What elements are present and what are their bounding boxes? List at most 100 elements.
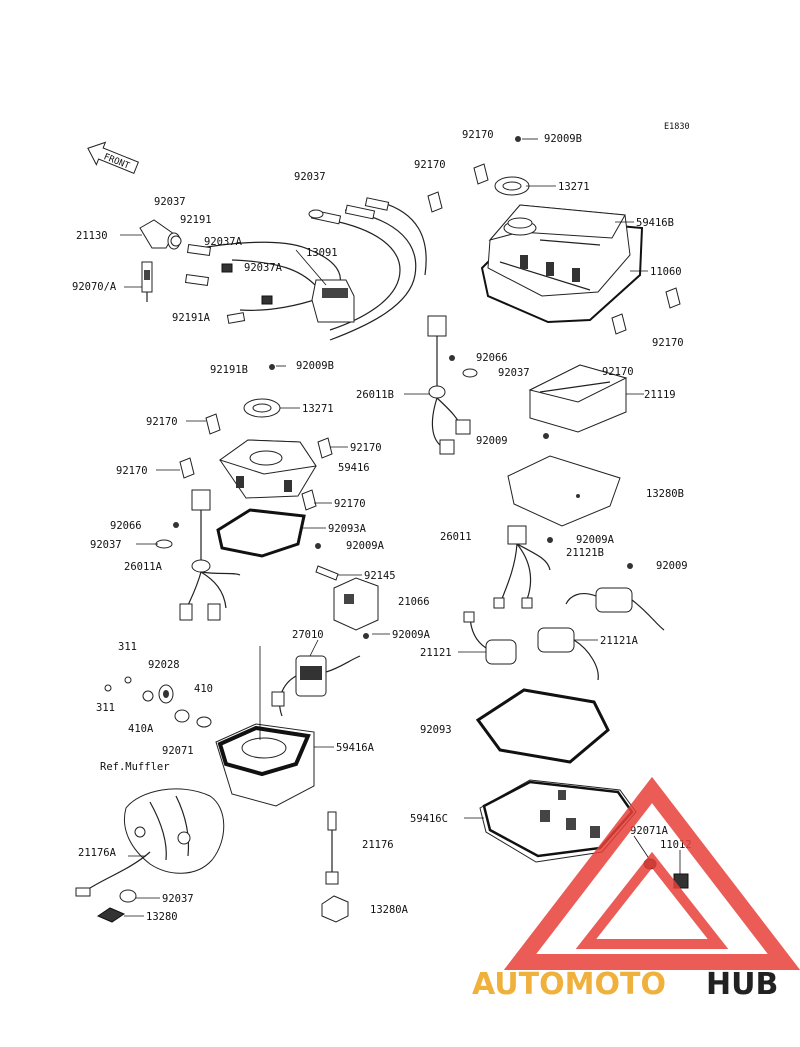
label-92170-l2: 92170	[116, 465, 148, 477]
bolt-92009b-mid	[269, 364, 275, 370]
label-92093a: 92093A	[328, 523, 367, 535]
sensor-21176	[325, 811, 339, 885]
bolt-92009-mid	[543, 433, 549, 439]
label-26011a: 26011A	[124, 561, 163, 573]
label-92070a: 92070/A	[72, 281, 117, 293]
label-92170-top: 92170	[462, 129, 494, 141]
relay-21066	[333, 577, 379, 631]
watermark: AUTOMOTO HUB	[472, 776, 800, 1002]
label-92037-left2: 92037	[90, 539, 122, 551]
plate-13280a	[321, 895, 349, 923]
label-21176a: 21176A	[78, 847, 117, 859]
electric-box-59416a	[215, 646, 315, 807]
label-92037-top: 92037	[294, 171, 326, 183]
watermark-text-secondary: HUB	[706, 967, 778, 1002]
label-11060: 11060	[650, 266, 682, 278]
label-92066-mid: 92066	[476, 352, 508, 364]
ignition-coil-13091	[311, 279, 355, 323]
bolt-92009a-low	[363, 633, 369, 639]
label-92191: 92191	[180, 214, 212, 226]
clamps-92170-mid	[179, 413, 333, 511]
label-92009b-mid: 92009B	[296, 360, 334, 372]
label-59416c: 59416C	[410, 813, 448, 825]
label-59416b: 59416B	[636, 217, 674, 229]
label-92191a: 92191A	[172, 312, 211, 324]
clamp-92170-top	[427, 163, 681, 335]
label-311-low: 311	[96, 702, 115, 714]
label-21130: 21130	[76, 230, 108, 242]
part-labels: 92170 92009B 92170 13271 59416B 11060 92…	[72, 129, 692, 923]
harness-26011	[493, 525, 551, 609]
gasket-92093	[475, 688, 610, 764]
washer-410a	[142, 690, 154, 702]
label-13271-top: 13271	[558, 181, 590, 193]
label-311-top: 311	[118, 641, 137, 653]
plate-13280b	[507, 455, 621, 527]
label-59416a: 59416A	[336, 742, 375, 754]
label-92071: 92071	[162, 745, 194, 757]
label-92009-mid: 92009	[476, 435, 508, 447]
label-92071a: 92071A	[630, 825, 669, 837]
plate-13280	[96, 907, 126, 923]
label-21121b: 21121B	[566, 547, 604, 559]
label-92093: 92093	[420, 724, 452, 736]
nut-311-top	[124, 676, 132, 684]
clip-92037a-2	[261, 295, 273, 305]
label-21176: 21176	[362, 839, 394, 851]
bolt-92009a-mid	[315, 543, 321, 549]
ignition-coil-21121	[463, 611, 517, 665]
diagram-code: E1830	[664, 122, 690, 132]
label-92009b-top: 92009B	[544, 133, 582, 145]
leader-lines	[120, 138, 681, 917]
label-92170-c1: 92170	[350, 442, 382, 454]
gasket-92093a	[216, 508, 306, 558]
spark-plug-92070	[141, 261, 153, 302]
label-21121: 21121	[420, 647, 452, 659]
regulator-27010	[271, 655, 361, 717]
label-13280a: 13280A	[370, 904, 409, 916]
watermark-triangle-icon	[503, 776, 800, 970]
label-92028: 92028	[148, 659, 180, 671]
label-27010: 27010	[292, 629, 324, 641]
label-92170-r: 92170	[652, 337, 684, 349]
bolt-92066-mid	[449, 355, 455, 361]
ignition-coil-21121a	[537, 627, 599, 681]
label-13271-mid: 13271	[302, 403, 334, 415]
label-92037-left: 92037	[154, 196, 186, 208]
grommet-13271-top	[494, 176, 530, 196]
label-21066: 21066	[398, 596, 430, 608]
label-92009a-r: 92009A	[576, 534, 615, 546]
label-92145: 92145	[364, 570, 396, 582]
label-410a: 410A	[128, 723, 154, 735]
watermark-text-primary: AUTOMOTO	[472, 967, 666, 1002]
front-arrow-icon: FRONT	[87, 141, 140, 174]
label-92170-l1: 92170	[146, 416, 178, 428]
cdi-unit-21119	[528, 364, 628, 433]
label-92037a-2: 92037A	[244, 262, 283, 274]
label-92009a-mid: 92009A	[346, 540, 385, 552]
label-92009-r: 92009	[656, 560, 688, 572]
bolt-92066-left	[173, 522, 179, 528]
label-26011b: 26011B	[356, 389, 394, 401]
strap-92145	[315, 565, 339, 581]
label-92037-bot: 92037	[162, 893, 194, 905]
ring-92037-mid	[462, 368, 478, 378]
label-92170-b: 92170	[414, 159, 446, 171]
nut-311-low	[104, 684, 112, 692]
electric-box-cover-top	[480, 204, 644, 324]
ignition-coil-21121b	[565, 587, 665, 631]
label-92037-mid: 92037	[498, 367, 530, 379]
bolt-92009b-top	[515, 136, 521, 142]
ring-92037-left	[170, 235, 182, 247]
label-21121a: 21121A	[600, 635, 639, 647]
sensor-21176a	[75, 851, 151, 897]
clip-92037a-1	[221, 263, 233, 273]
bolt-92009a-r	[547, 537, 553, 543]
washer-410	[196, 716, 212, 728]
label-13091: 13091	[306, 247, 338, 259]
label-410: 410	[194, 683, 213, 695]
ref-muffler-label: Ref.Muffler	[100, 761, 170, 773]
label-92170-c2: 92170	[334, 498, 366, 510]
bolt-92009-r	[627, 563, 633, 569]
